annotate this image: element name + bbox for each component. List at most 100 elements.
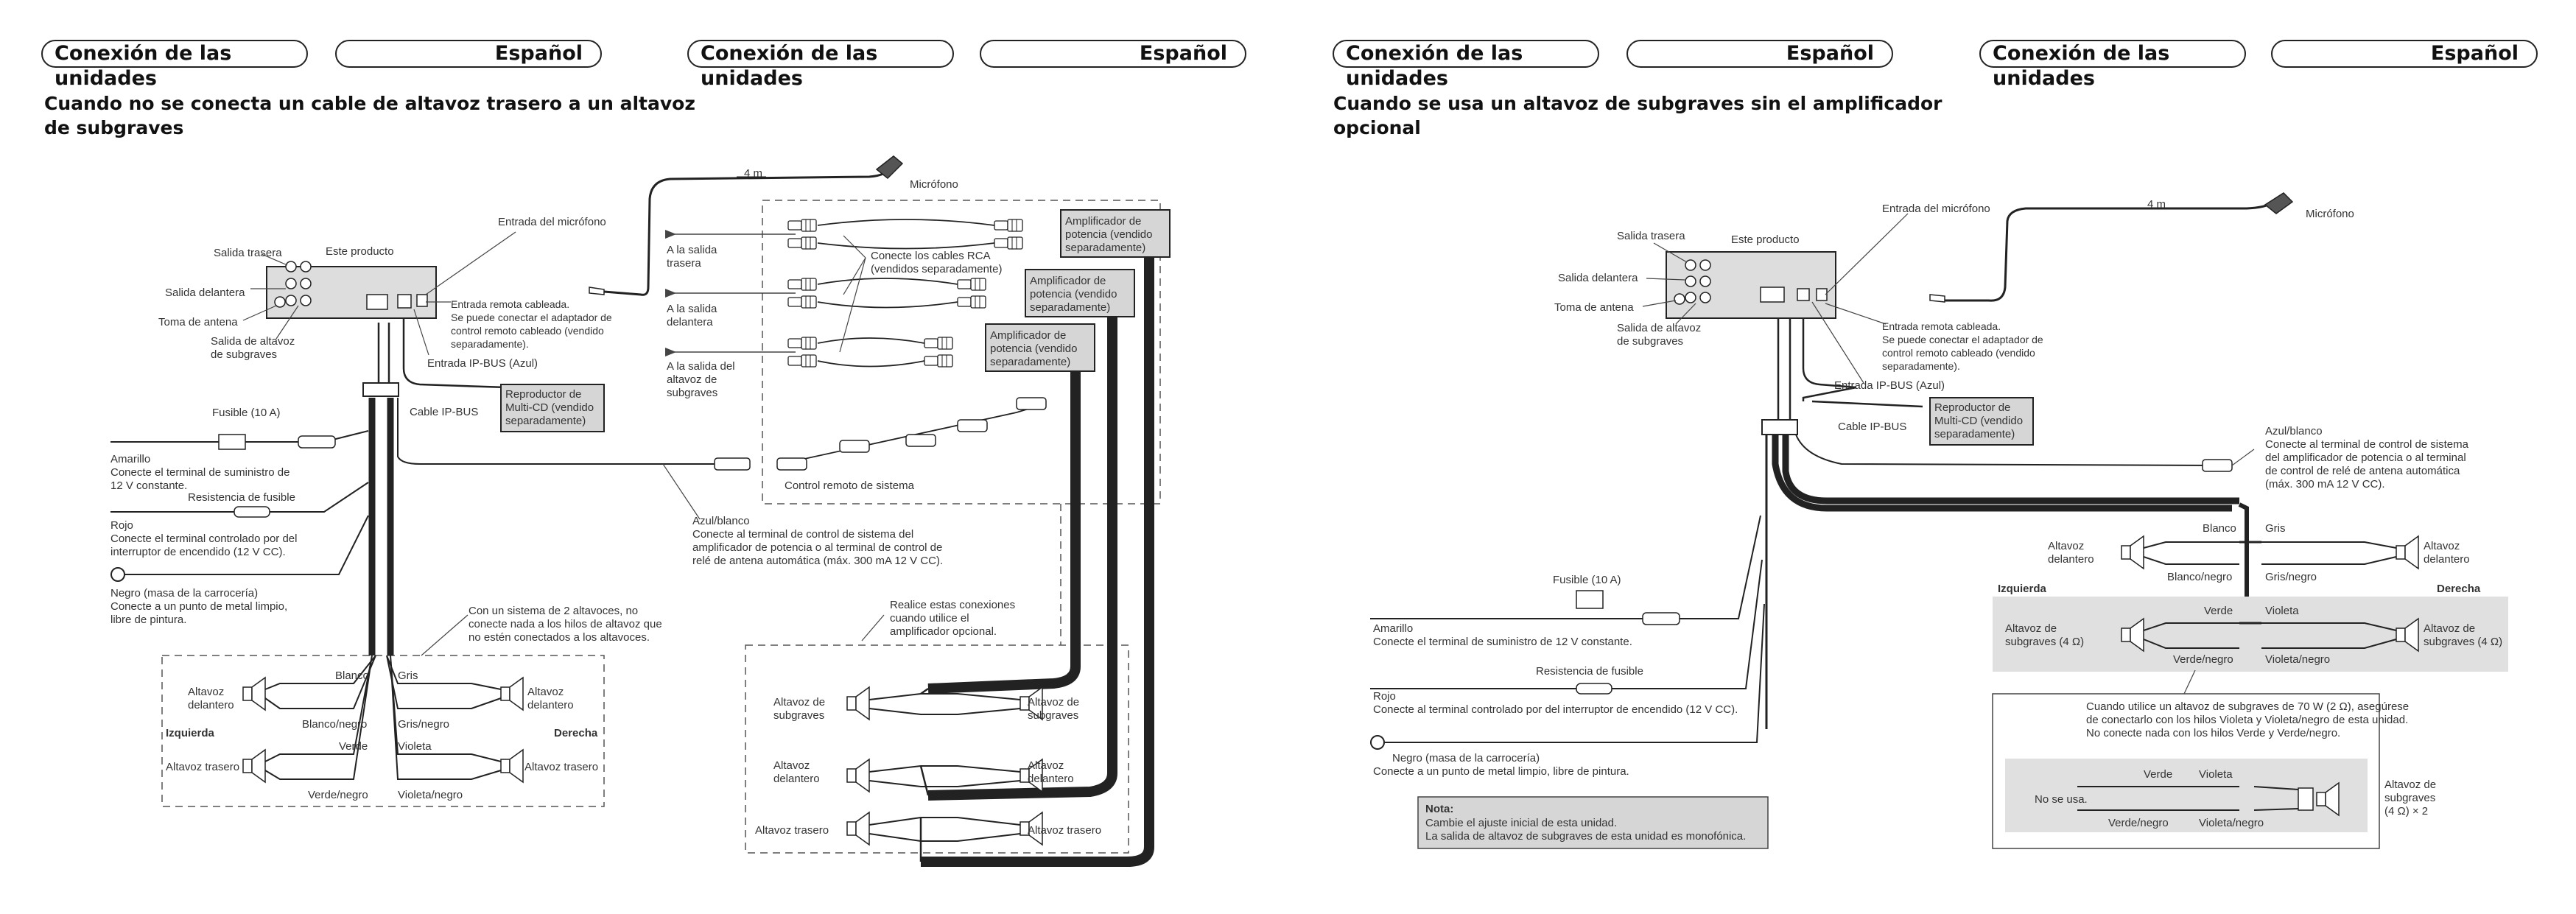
yellow-desc-2-left: 12 V constante. — [110, 479, 187, 492]
front-spk-r-2: delantero — [527, 699, 574, 711]
rear-spk-l: Altavoz trasero — [166, 761, 239, 773]
sub-x2-2: subgraves — [2384, 792, 2435, 804]
red-desc-right: Conecte al terminal controlado por del i… — [1373, 703, 1738, 716]
rca-1: Conecte los cables RCA — [871, 250, 991, 262]
yellow-desc-1-left: Conecte el terminal de suministro de — [110, 466, 289, 479]
to-rear-2: trasera — [667, 257, 701, 270]
note-2: La salida de altavoz de subgraves de est… — [1425, 830, 1746, 843]
amp-front-l-1: Altavoz — [773, 759, 810, 772]
sub-output-1-right: Salida de altavoz — [1617, 322, 1701, 334]
sw-green-black: Verde/negro — [2108, 817, 2169, 829]
amp1-l1: Amplificador de — [1065, 215, 1141, 228]
right-diagram: 4 m Micrófono Entrada del micrófono Este… — [1370, 192, 2508, 849]
amp3-l3: separadamente) — [990, 356, 1070, 368]
cd-2-left: Multi-CD (vendido — [505, 401, 594, 414]
cable-length-left: 4 m — [744, 167, 762, 180]
multi-cd-box — [500, 384, 605, 432]
system-remote-left: Control remoto de sistema — [785, 479, 915, 492]
right-heading: Cuando se usa un altavoz de subgraves si… — [1333, 91, 1942, 140]
yellow-right: Amarillo — [1373, 622, 1413, 635]
amp1-l2: potencia (vendido — [1065, 228, 1152, 241]
gray-left: Gris — [398, 669, 418, 682]
header-language-3: Español — [1626, 40, 1893, 68]
ipbus-input-left: Entrada IP-BUS (Azul) — [427, 357, 538, 370]
fuse-left: Fusible (10 A) — [212, 407, 281, 419]
left-side-right: Izquierda — [1998, 583, 2047, 595]
red-left: Rojo — [110, 519, 133, 532]
sw70-3: No conecte nada con los hilos Verde y Ve… — [2086, 727, 2340, 739]
amp-sub-l-2: subgraves — [773, 709, 824, 722]
wired-remote-4-left: separadamente). — [451, 338, 529, 350]
header-language-1: Español — [335, 40, 602, 68]
this-product-right: Este producto — [1731, 233, 1800, 246]
white-right: Blanco — [2203, 522, 2236, 535]
mic-label-right: Micrófono — [2306, 208, 2354, 220]
blue-white-desc-2-left: amplificador de potencia o al terminal d… — [692, 541, 942, 554]
wired-remote-1-left: Entrada remota cableada. — [451, 298, 569, 310]
amp-box-1 — [1060, 209, 1171, 258]
left-side-label: Izquierda — [166, 727, 215, 739]
amp-note-2: cuando utilice el — [890, 612, 969, 625]
two-speaker-3: no estén conectados a los altavoces. — [468, 631, 650, 644]
mic-label-left: Micrófono — [910, 178, 958, 191]
amp2-l1: Amplificador de — [1030, 275, 1106, 287]
left-heading-line2: de subgraves — [44, 117, 184, 138]
blue-white-desc-2-right: del amplificador de potencia o al termin… — [2265, 451, 2466, 464]
sub-x2-3: (4 Ω) × 2 — [2384, 805, 2428, 818]
wired-remote-2-left: Se puede conectar el adaptador de — [451, 312, 612, 323]
note-box — [1417, 796, 1769, 849]
sub-output-1-left: Salida de altavoz — [211, 335, 295, 348]
green-left: Verde — [339, 740, 368, 753]
violet-black-left: Violeta/negro — [398, 789, 463, 801]
to-sub-3: subgraves — [667, 387, 717, 399]
front-spk-rl-1: Altavoz — [2048, 540, 2084, 552]
black-desc-2-left: libre de pintura. — [110, 614, 186, 626]
head-unit — [266, 266, 437, 319]
green-right: Verde — [2204, 605, 2233, 617]
rear-output-left: Salida trasera — [214, 247, 282, 259]
right-heading-line1: Cuando se usa un altavoz de subgraves si… — [1333, 93, 1942, 114]
header-title-2: Conexión de las unidades — [687, 40, 954, 90]
two-speaker-2: conecte nada a los hilos de altavoz que — [468, 618, 662, 630]
black-right: Negro (masa de la carrocería) — [1392, 752, 1540, 764]
note-title: Nota: — [1425, 803, 1453, 815]
amp-sub-r-2: subgraves — [1028, 709, 1078, 722]
white-black-left: Blanco/negro — [302, 718, 367, 731]
header-title-4: Conexión de las unidades — [1979, 40, 2246, 90]
gray-black-right: Gris/negro — [2265, 571, 2317, 583]
red-right: Rojo — [1373, 690, 1396, 703]
cd-1-left: Reproductor de — [505, 388, 581, 401]
front-spk-rr-1: Altavoz — [2424, 540, 2460, 552]
wired-remote-2-right: Se puede conectar el adaptador de — [1882, 334, 2043, 345]
black-desc-right: Conecte a un punto de metal limpio, libr… — [1373, 765, 1629, 778]
amp-rear-r: Altavoz trasero — [1028, 824, 1101, 837]
yellow-desc-right: Conecte el terminal de suministro de 12 … — [1373, 636, 1632, 648]
black-left: Negro (masa de la carrocería) — [110, 587, 258, 600]
amp-box-3 — [985, 323, 1095, 372]
header-language-2: Español — [980, 40, 1246, 68]
amp-rear-l: Altavoz trasero — [755, 824, 829, 837]
ipbus-cable-right: Cable IP-BUS — [1838, 421, 1906, 433]
rear-spk-r: Altavoz trasero — [524, 761, 598, 773]
cd-3-left: separadamente) — [505, 415, 586, 427]
right-heading-line2: opcional — [1333, 117, 1421, 138]
gray-black-left: Gris/negro — [398, 718, 449, 731]
fuse-resistor-left: Resistencia de fusible — [188, 491, 295, 504]
white-left: Blanco — [335, 669, 369, 682]
mic-input-right: Entrada del micrófono — [1882, 203, 1990, 215]
amp-front-l-2: delantero — [773, 773, 820, 785]
two-speaker-1: Con un sistema de 2 altavoces, no — [468, 605, 638, 617]
header-title-3: Conexión de las unidades — [1333, 40, 1599, 90]
ipbus-input-right: Entrada IP-BUS (Azul) — [1834, 379, 1945, 392]
left-heading-line1: Cuando no se conecta un cable de altavoz… — [44, 93, 695, 114]
amp1-l3: separadamente) — [1065, 242, 1145, 254]
to-rear-1: A la salida — [667, 244, 717, 256]
left-heading: Cuando no se conecta un cable de altavoz… — [44, 91, 695, 140]
amp-sub-r-1: Altavoz de — [1028, 696, 1079, 709]
to-sub-2: altavoz de — [667, 373, 717, 386]
antenna-right: Toma de antena — [1554, 301, 1634, 314]
this-product-left: Este producto — [326, 245, 394, 258]
front-spk-r-1: Altavoz — [527, 686, 564, 698]
rca-2: (vendidos separadamente) — [871, 263, 1002, 275]
